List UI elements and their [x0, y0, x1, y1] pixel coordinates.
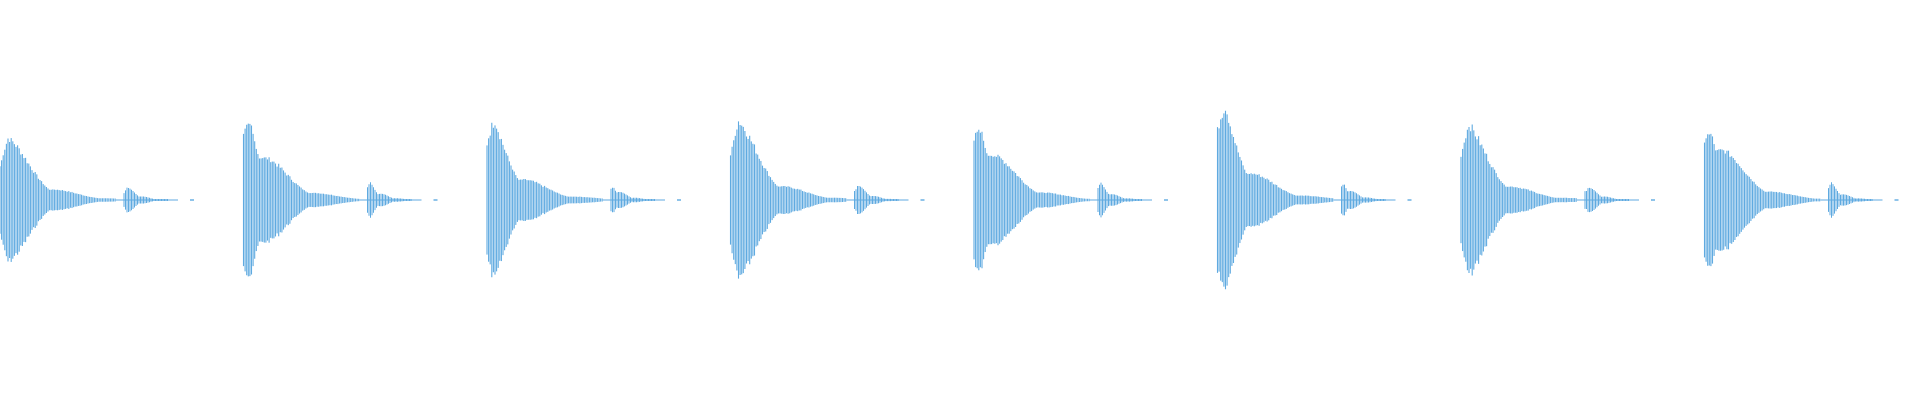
- waveform-beat: [1703, 133, 1899, 267]
- waveform-beats: [0, 110, 1899, 290]
- waveform-beat: [486, 122, 681, 278]
- waveform-beat: [1460, 124, 1655, 276]
- waveform-beat: [0, 138, 194, 262]
- waveform-beat: [729, 121, 925, 279]
- waveform-beat: [973, 129, 1168, 271]
- waveform-beat: [242, 123, 438, 277]
- waveform-beat: [1216, 110, 1412, 290]
